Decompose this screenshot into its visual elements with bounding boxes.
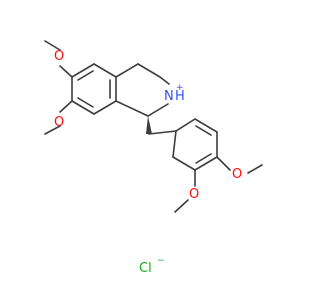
bond [137,63,161,78]
molecule-drawing: O O O O N H + Cl − [44,40,263,276]
structure-canvas: O O O O N H + Cl − [44,40,263,276]
bond [172,130,177,158]
hydrogen-label: H [175,89,185,104]
bond [115,63,139,78]
oxygen-label: O [54,49,64,64]
atom-labels: O O O O N H + Cl − [54,49,242,276]
negative-charge: − [157,256,165,266]
bond [174,199,189,213]
bond [194,118,218,133]
bond [148,130,177,135]
bond [59,65,73,78]
oxygen-label: O [54,115,64,130]
bond [247,164,263,174]
bond [115,100,149,117]
bonds [44,40,263,213]
bond [44,125,61,135]
bond [159,76,170,85]
oxygen-label: O [189,187,199,202]
nitrogen-label: N [164,89,174,104]
bond-inner [77,97,94,108]
bond [93,100,117,115]
bond-inner [77,70,94,81]
bond [175,118,196,132]
bond-inner [195,153,212,164]
bond [93,63,117,78]
bond [44,40,61,51]
bond [147,103,169,117]
bond [71,63,95,78]
bond [216,156,231,171]
positive-charge: + [176,83,184,93]
bond-inner [195,125,212,136]
bond [194,156,218,171]
bond [59,100,73,113]
oxygen-label: O [232,167,242,182]
bond [71,100,95,115]
chloride-label: Cl [139,261,152,276]
wedge-bond [146,116,152,134]
bond [172,156,196,171]
